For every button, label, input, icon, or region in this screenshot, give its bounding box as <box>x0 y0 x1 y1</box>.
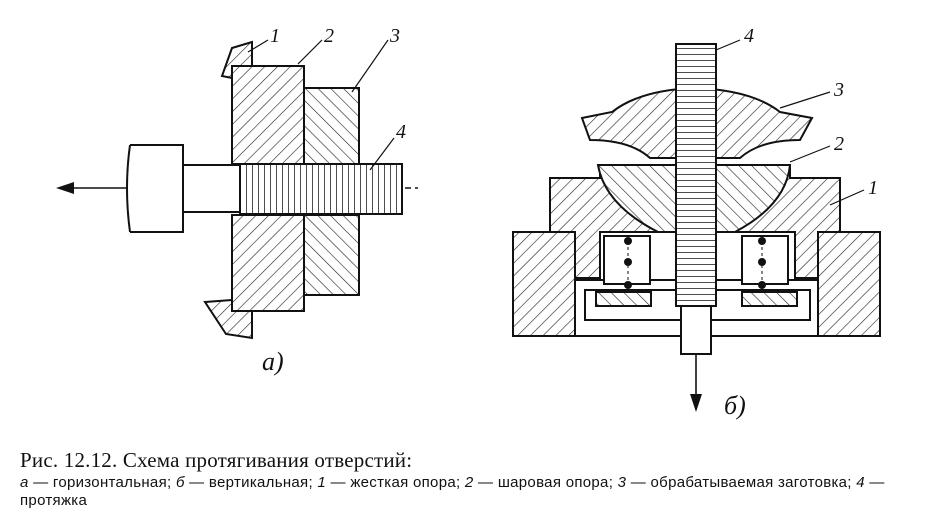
broach-teeth <box>239 163 403 215</box>
broach-holder <box>130 144 184 233</box>
legend-text-4: — протяжка <box>20 474 885 509</box>
broach-shank-b <box>680 305 712 355</box>
subfigure-a-label: а) <box>262 347 284 376</box>
callout-b-2: 2 <box>834 133 844 155</box>
legend-key-1: 1 <box>317 474 327 491</box>
legend-key-2: 2 <box>464 474 474 491</box>
legend-text-2: — шаровая опора; <box>473 474 618 491</box>
callout-b-3: 3 <box>833 79 844 101</box>
callout-a-3: 3 <box>389 25 400 47</box>
subfigure-b-label: б) <box>724 391 746 420</box>
legend-text-1: — жесткая опора; <box>326 474 465 491</box>
broach-vertical <box>675 43 717 307</box>
caption-title: Рис. 12.12. Схема протягивания отверстий… <box>20 448 413 472</box>
spherical-support-top <box>231 65 305 165</box>
caption-legend: а — горизонтальная; б — вертикальная; 1 … <box>20 474 935 510</box>
workpiece-bottom <box>303 214 360 296</box>
subfigure-b-drawing <box>512 39 881 412</box>
spherical-support-bottom <box>231 214 305 312</box>
callout-a-4: 4 <box>396 121 406 143</box>
callout-a-2: 2 <box>324 25 334 47</box>
legend-key-3: 3 <box>617 474 627 491</box>
legend-text-a: — горизонтальная; <box>28 474 176 491</box>
subfigure-a-drawing <box>56 39 418 340</box>
figure-caption: Рис. 12.12. Схема протягивания отверстий… <box>20 446 935 510</box>
workpiece-top <box>303 87 360 165</box>
base-block-right <box>817 231 881 337</box>
broach-shank <box>182 164 244 213</box>
legend-key-b: б <box>175 474 185 491</box>
legend-text-3: — обрабатываемая заготовка; <box>626 474 857 491</box>
base-block-left <box>512 231 576 337</box>
legend-text-b: — вертикальная; <box>184 474 318 491</box>
callout-b-1: 1 <box>868 177 878 199</box>
callout-b-4: 4 <box>744 25 754 47</box>
legend-key-a: а <box>20 474 29 491</box>
broaching-diagram: 1 2 3 4 а) <box>56 25 881 420</box>
legend-key-4: 4 <box>856 474 865 491</box>
callout-a-1: 1 <box>270 25 280 47</box>
